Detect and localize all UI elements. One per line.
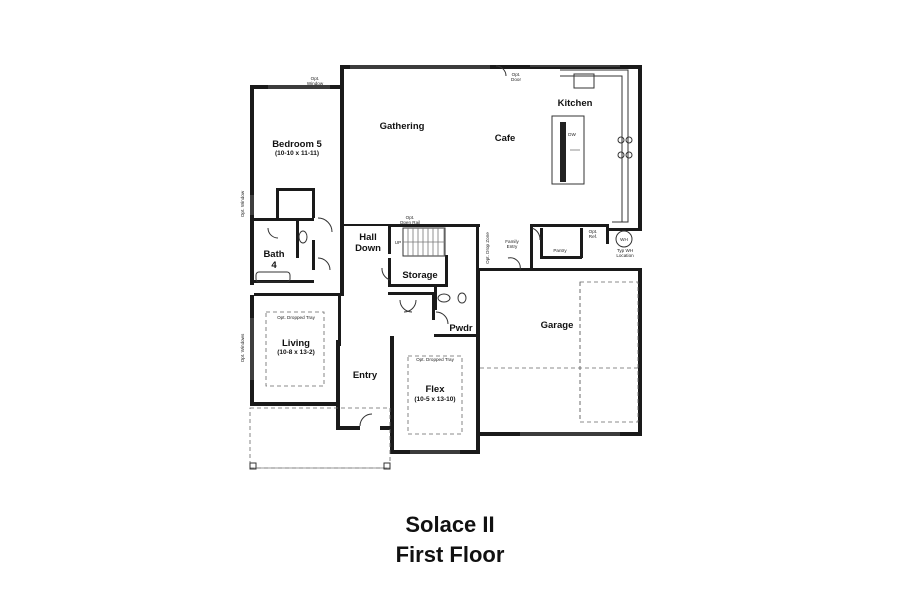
note-opt-window-left: Opt. Window (240, 190, 245, 217)
note-opt-window-top-1: Opt. (311, 76, 320, 81)
label-hall-line1: Hall (359, 232, 376, 243)
label-storage: Storage (402, 270, 437, 281)
label-bedroom-5-dims: (10-10 x 11-11) (275, 150, 319, 157)
note-typ-wh-2: Location (616, 253, 634, 258)
label-bath-4-line2: 4 (271, 260, 277, 271)
label-kitchen: Kitchen (558, 98, 593, 109)
bath-fixtures (255, 230, 467, 304)
label-flex-dims: (10-5 x 13-10) (414, 396, 455, 403)
note-opt-open-rail-1: Opt. (406, 215, 415, 220)
plan-title: Solace II (405, 512, 495, 537)
note-wh: WH (620, 237, 628, 242)
doors (267, 65, 541, 427)
note-dw: DW (568, 132, 576, 137)
label-bath-4-line1: Bath (263, 249, 284, 260)
label-hall-line2: Down (355, 243, 381, 254)
optional-outlines (249, 228, 639, 470)
note-opt-window-top-2: Window (307, 81, 324, 86)
label-pwdr: Pwdr (449, 323, 473, 334)
label-living: Living (282, 338, 310, 349)
label-living-dims: (10-8 x 13-2) (277, 349, 315, 356)
note-opt-door-1: Opt. (512, 72, 521, 77)
label-gathering: Gathering (380, 121, 425, 132)
label-garage: Garage (541, 320, 574, 331)
note-family-entry-1: Family (505, 239, 519, 244)
note-opt-dropped-tray-living: Opt. Dropped Tray (277, 315, 315, 320)
kitchen-fixtures (551, 69, 633, 248)
exterior-walls (250, 65, 642, 454)
plan-subtitle: First Floor (395, 542, 505, 567)
interior-walls (254, 188, 642, 346)
label-bedroom-5: Bedroom 5 (272, 139, 322, 150)
note-opt-drop-zone: Opt. Drop Zone (485, 232, 490, 264)
note-family-entry-2: Entry (507, 244, 518, 249)
note-opt-ref-1: Opt. (589, 229, 598, 234)
label-cafe: Cafe (495, 133, 516, 144)
note-up: UP (395, 240, 401, 245)
note-opt-door-2: Door (511, 77, 521, 82)
room-labels: Bedroom 5 (10-10 x 11-11) Bath 4 Gatheri… (263, 98, 592, 403)
note-opt-dropped-tray-flex: Opt. Dropped Tray (416, 357, 454, 362)
label-entry: Entry (353, 370, 378, 381)
note-opt-open-rail-2: Open Rail (400, 220, 420, 225)
note-typ-wh-1: Typ WH (617, 248, 633, 253)
staircase (402, 227, 446, 257)
windows (250, 65, 620, 454)
note-pantry: Pantry (553, 248, 567, 253)
note-opt-ref-2: Ref. (589, 234, 597, 239)
note-opt-windows-left: Opt. Windows (240, 333, 245, 362)
label-flex: Flex (425, 384, 445, 395)
annotation-notes: Opt. Window Opt. Window Opt. Windows Opt… (240, 72, 634, 362)
